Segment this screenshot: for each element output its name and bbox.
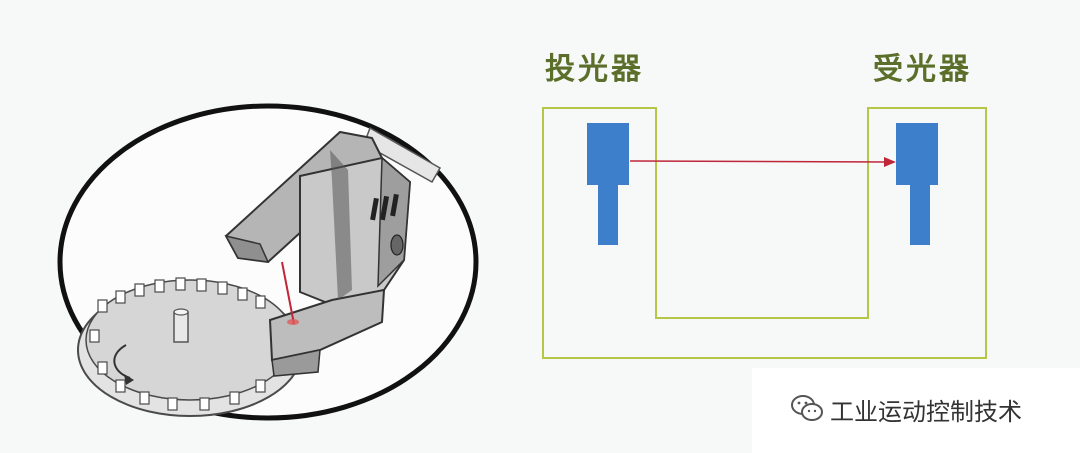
slot-sensor-body (224, 130, 412, 377)
wechat-icon (791, 395, 823, 421)
receiver-label: 受光器 (873, 52, 972, 87)
beam-schematic (542, 107, 987, 359)
receiver-sensor (896, 123, 938, 245)
slot-light-beam (281, 261, 295, 325)
emitter-label: 投光器 (545, 52, 644, 87)
watermark-text: 工业运动控制技术 (830, 398, 1022, 426)
wheel-hub (173, 311, 189, 343)
enclosure-frame (542, 107, 987, 359)
toothed-wheel (77, 277, 303, 417)
schematic-light-beam (629, 160, 889, 163)
emitter-sensor (587, 123, 629, 245)
slot-sensor-illustration (57, 103, 479, 421)
beam-arrow-icon (884, 157, 896, 167)
